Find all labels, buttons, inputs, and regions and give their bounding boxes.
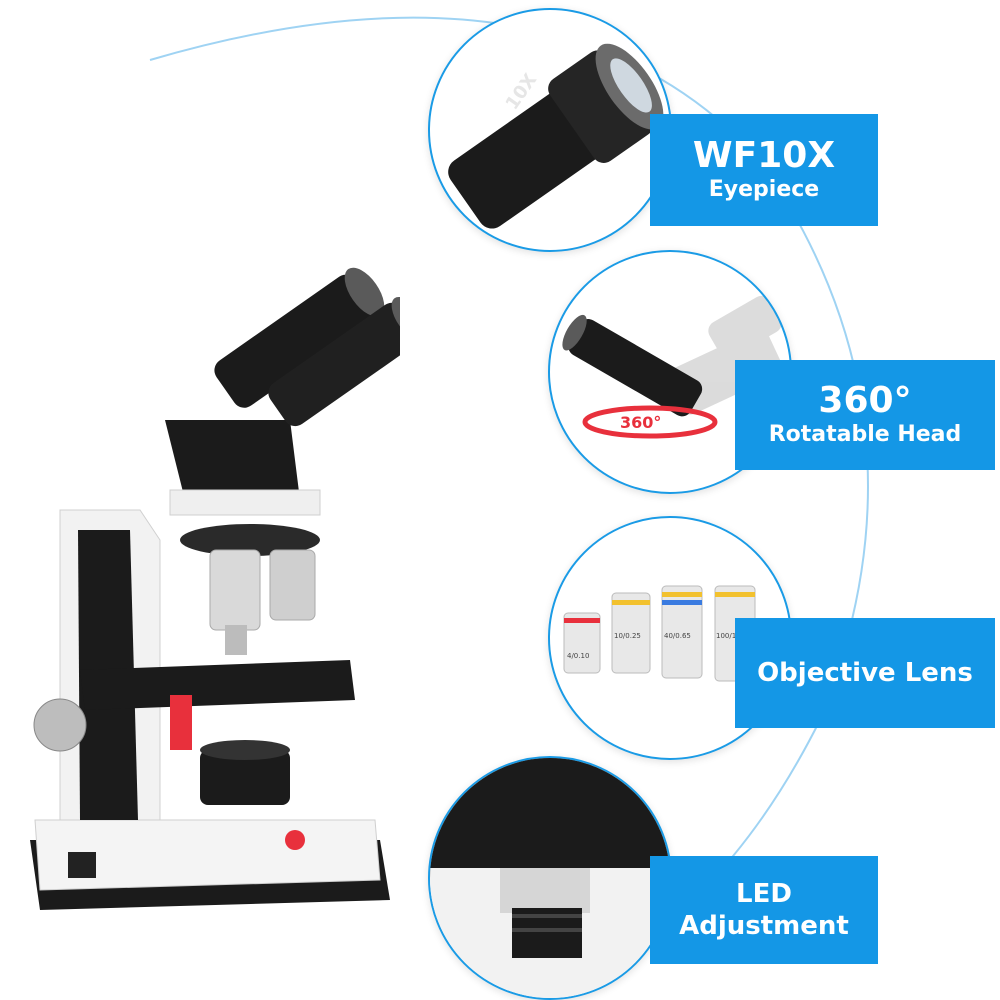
feature-eyepiece-title: WF10X: [692, 135, 836, 176]
led-adjustment-image: [428, 756, 672, 1000]
feature-objective-lens-title: Objective Lens: [757, 658, 973, 688]
feature-rotatable-head-banner: 360° Rotatable Head: [735, 360, 995, 470]
microscope-illustration: [30, 267, 400, 910]
objective-marking: 10/0.25: [614, 632, 641, 640]
eyepiece-closeup-icon: 10X: [448, 43, 664, 229]
feature-led-adjustment-title: LED Adjustment: [679, 879, 849, 941]
feature-eyepiece-subtitle: Eyepiece: [708, 177, 820, 202]
feature-rotatable-head-subtitle: Rotatable Head: [768, 422, 962, 447]
eyepiece-closeup-image: 10X: [428, 8, 672, 252]
feature-led-adjustment-banner: LED Adjustment: [650, 856, 878, 964]
rotating-head-icon: 360°: [562, 295, 783, 439]
feature-objective-lens-banner: Objective Lens: [735, 618, 995, 728]
objective-marking: 4/0.10: [567, 652, 589, 660]
objective-marking: 40/0.65: [664, 632, 691, 640]
feature-eyepiece-banner: WF10X Eyepiece: [650, 114, 878, 226]
rotation-label: 360°: [620, 413, 661, 432]
led-dial-icon: [430, 758, 670, 998]
objective-lenses-icon: 4/0.10 10/0.25 40/0.65 100/1.25: [563, 585, 756, 682]
feature-rotatable-head-title: 360°: [818, 380, 912, 421]
objective-marking: 100/1.25: [716, 632, 747, 640]
